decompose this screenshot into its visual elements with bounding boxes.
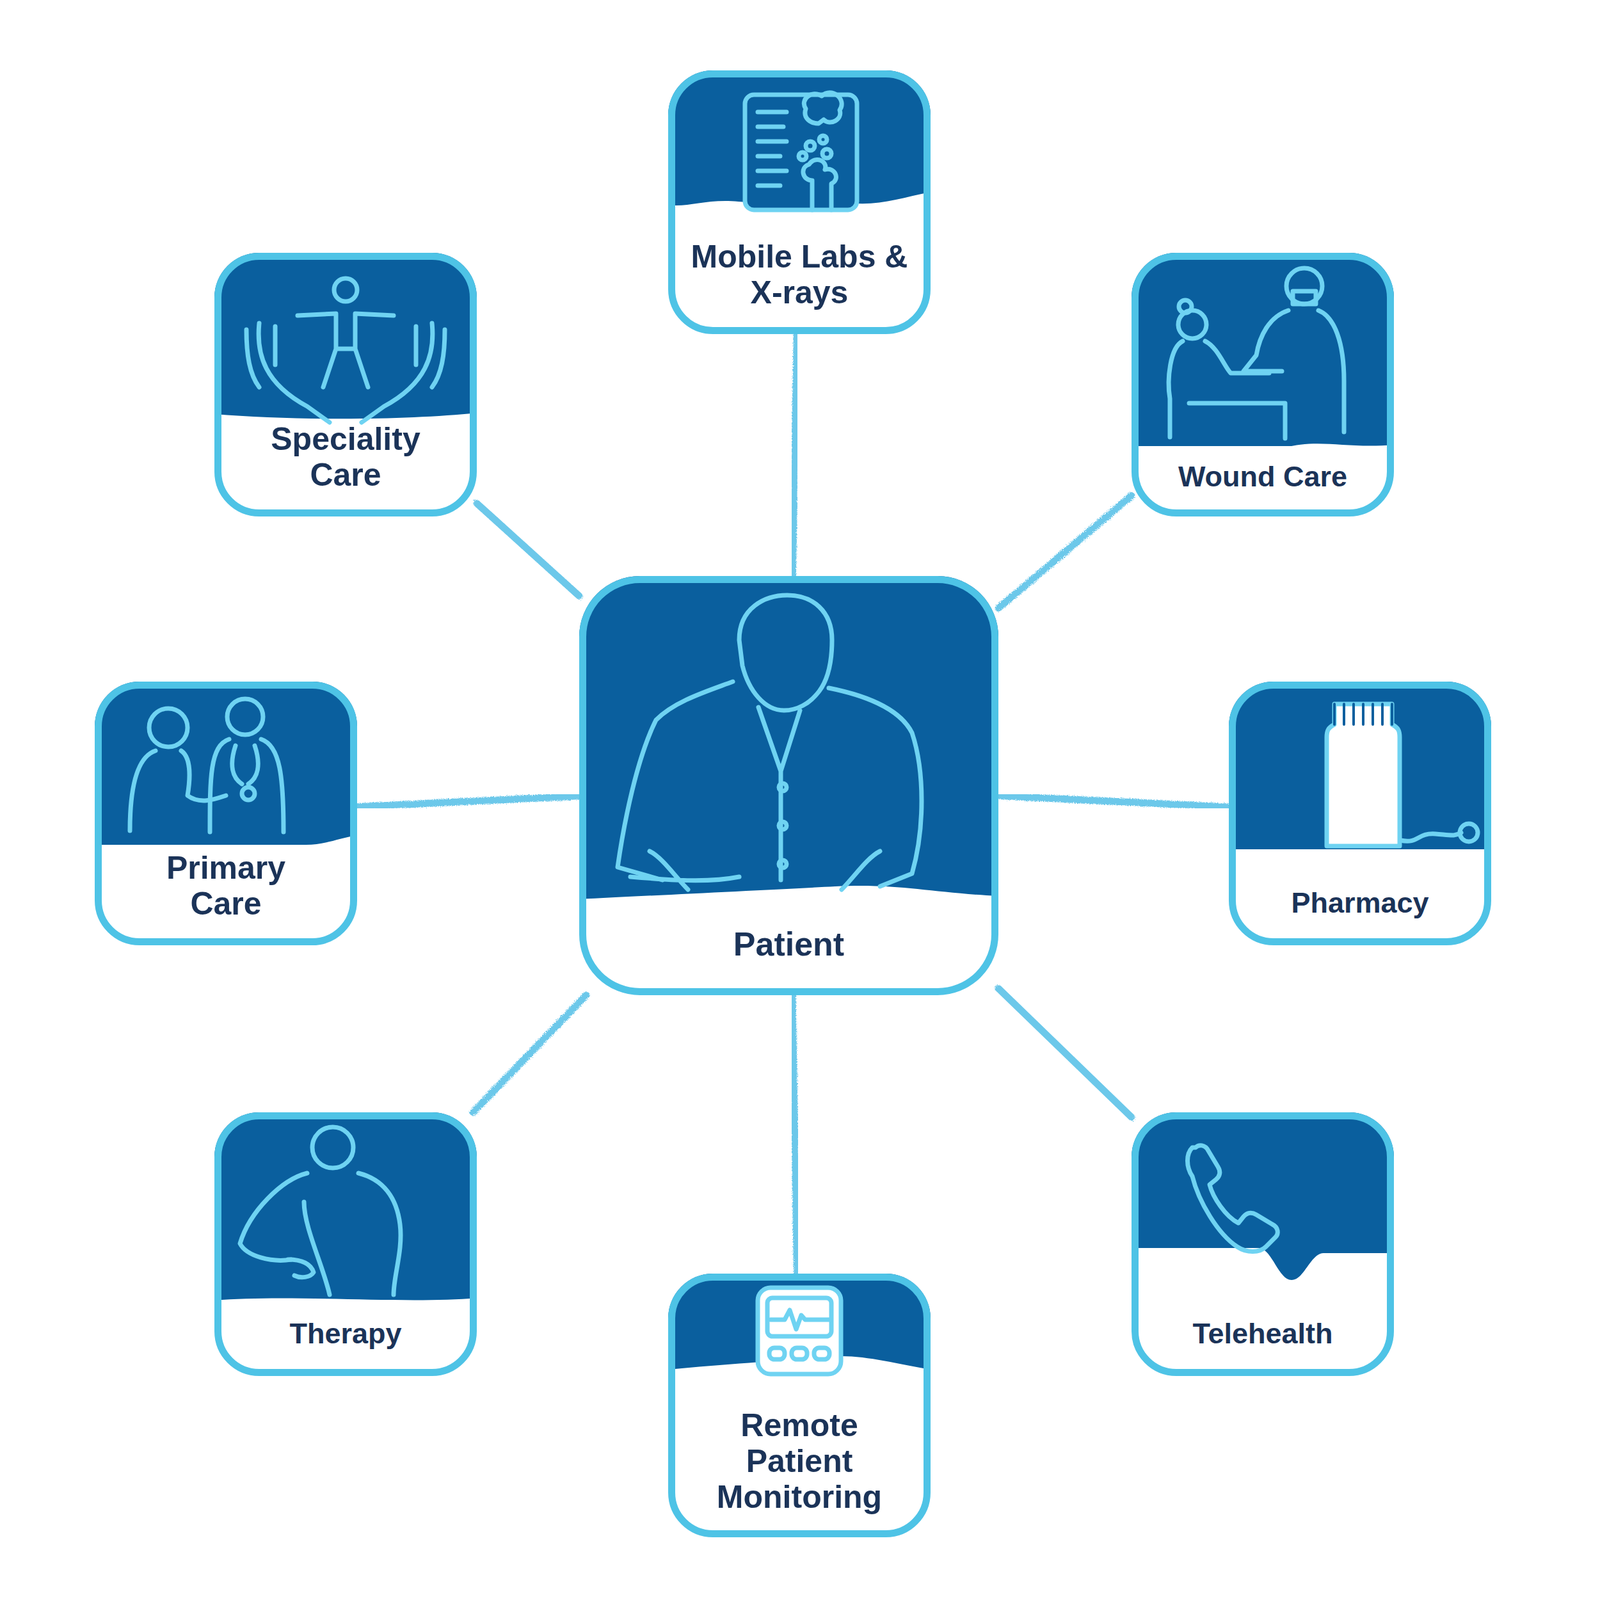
monitoring-icon — [668, 1273, 931, 1538]
service-box: Speciality Care — [214, 252, 477, 517]
connector-line — [998, 495, 1132, 608]
node-label: Therapy — [229, 1317, 463, 1350]
connector — [998, 988, 1132, 1117]
node-label: Telehealth — [1146, 1317, 1380, 1350]
connector — [472, 995, 587, 1113]
connector-line — [357, 796, 580, 808]
service-box: Remote Patient Monitoring — [668, 1273, 931, 1538]
service-box: Primary Care — [94, 681, 358, 946]
connector-line — [792, 995, 797, 1274]
patient-icon — [579, 576, 999, 996]
node-label: Remote Patient Monitoring — [690, 1407, 909, 1515]
connector — [476, 503, 580, 596]
service-box: Telehealth — [1131, 1112, 1394, 1376]
pharmacy-icon — [1228, 681, 1492, 946]
connector — [998, 795, 1229, 808]
node-label: Mobile Labs & X-rays — [690, 238, 909, 311]
patient-box: Patient — [579, 576, 999, 996]
therapy-icon — [214, 1112, 477, 1376]
service-box: Therapy — [214, 1112, 477, 1376]
node-label: Primary Care — [136, 849, 316, 922]
connector — [998, 495, 1132, 608]
connector — [357, 796, 580, 808]
connector-line — [998, 795, 1229, 808]
service-box: Mobile Labs & X-rays — [668, 70, 931, 335]
telehealth-icon — [1131, 1112, 1394, 1376]
service-box: Pharmacy — [1228, 681, 1492, 946]
connector-line — [792, 334, 797, 576]
connector — [792, 334, 797, 576]
connector-line — [472, 995, 587, 1113]
node-label: Wound Care — [1146, 460, 1380, 493]
connector-line — [998, 988, 1132, 1117]
wound-icon — [1131, 252, 1394, 517]
primary-icon — [94, 681, 358, 946]
service-box: Wound Care — [1131, 252, 1394, 517]
connector-line — [476, 503, 580, 596]
connector — [792, 995, 797, 1274]
node-label: Patient — [629, 925, 950, 963]
speciality-icon — [214, 252, 477, 517]
node-label: Speciality Care — [243, 421, 448, 493]
node-label: Pharmacy — [1243, 887, 1477, 920]
labs-icon — [668, 70, 931, 335]
